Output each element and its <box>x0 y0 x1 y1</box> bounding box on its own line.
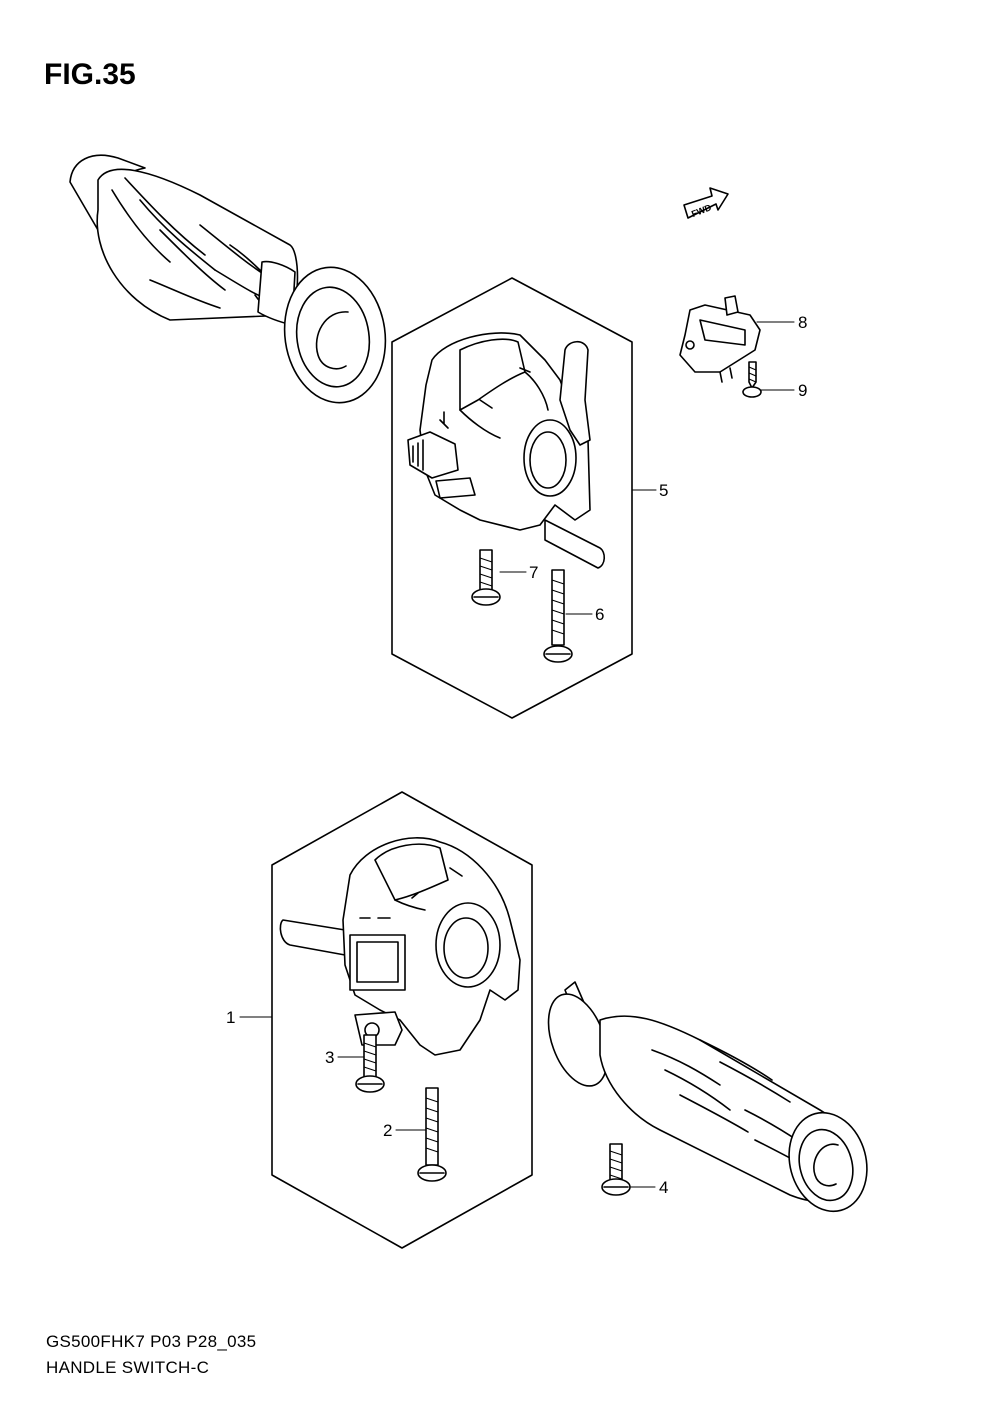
left-grip <box>69 154 387 404</box>
left-handle-switch <box>279 837 521 1056</box>
callout-6: 6 <box>595 605 604 624</box>
right-handle-switch <box>407 332 606 569</box>
screw-3 <box>355 1034 385 1093</box>
callout-7: 7 <box>529 563 538 582</box>
screw-9 <box>742 361 762 398</box>
figure-title: FIG.35 <box>44 58 136 91</box>
footer-model-code: GS500FHK7 P03 P28_035 <box>46 1332 257 1351</box>
fwd-arrow-icon: FWD <box>683 187 729 219</box>
footer-figure-name: HANDLE SWITCH-C <box>46 1358 210 1377</box>
upper-group-outline <box>391 277 633 719</box>
callout-3: 3 <box>325 1048 334 1067</box>
right-grip <box>547 981 868 1213</box>
callout-5: 5 <box>659 481 668 500</box>
callout-8: 8 <box>798 313 807 332</box>
leader-lines <box>239 321 795 1188</box>
lower-group-outline <box>271 791 533 1249</box>
callout-4: 4 <box>659 1178 668 1197</box>
callout-2: 2 <box>383 1121 392 1140</box>
screw-4 <box>601 1143 631 1196</box>
screw-7 <box>471 549 501 606</box>
screw-2 <box>417 1087 447 1182</box>
screw-6 <box>543 569 573 663</box>
switch-8 <box>679 295 761 383</box>
callout-1: 1 <box>226 1008 235 1027</box>
callout-9: 9 <box>798 381 807 400</box>
